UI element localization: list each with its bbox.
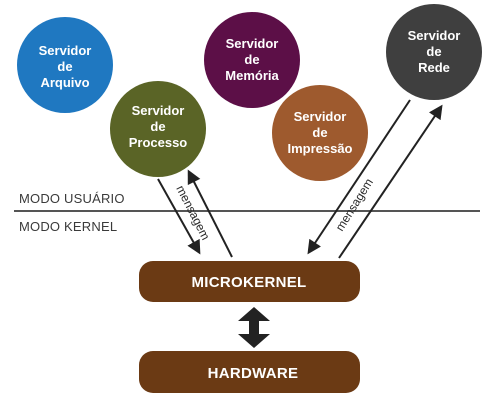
- label-rede-1: Servidor: [408, 28, 461, 43]
- label-memoria-3: Memória: [225, 68, 279, 83]
- label-memoria-1: Servidor: [226, 36, 279, 51]
- label-modo-kernel: MODO KERNEL: [19, 219, 117, 234]
- node-servidor-arquivo: [17, 17, 113, 113]
- bar-hardware: [139, 351, 360, 393]
- label-arquivo-2: de: [57, 59, 72, 74]
- label-processo-1: Servidor: [132, 103, 185, 118]
- label-arquivo-1: Servidor: [39, 43, 92, 58]
- bar-microkernel: [139, 261, 360, 302]
- node-servidor-processo: [110, 81, 206, 177]
- label-rede-3: Rede: [418, 60, 450, 75]
- label-impressao-1: Servidor: [294, 109, 347, 124]
- label-memoria-2: de: [244, 52, 259, 67]
- double-arrow-icon: [238, 307, 270, 348]
- label-processo-2: de: [150, 119, 165, 134]
- label-microkernel: MICROKERNEL: [192, 274, 307, 291]
- label-impressao-3: Impressão: [287, 141, 352, 156]
- label-arquivo-3: Arquivo: [40, 75, 89, 90]
- label-rede-2: de: [426, 44, 441, 59]
- node-servidor-rede: [386, 4, 482, 100]
- arrow-processo-to-kernel: [157, 178, 201, 255]
- arrow-kernel-to-processo: [187, 169, 233, 258]
- arrow-rede-to-kernel: [307, 99, 411, 255]
- node-servidor-memoria: [204, 12, 300, 108]
- label-mensagem-left: mensagem: [173, 183, 212, 242]
- arrow-kernel-to-rede: [338, 104, 443, 259]
- label-hardware: HARDWARE: [208, 365, 299, 382]
- label-processo-3: Processo: [129, 135, 188, 150]
- node-servidor-impressao: [272, 85, 368, 181]
- label-modo-usuario: MODO USUÁRIO: [19, 191, 125, 206]
- label-impressao-2: de: [312, 125, 327, 140]
